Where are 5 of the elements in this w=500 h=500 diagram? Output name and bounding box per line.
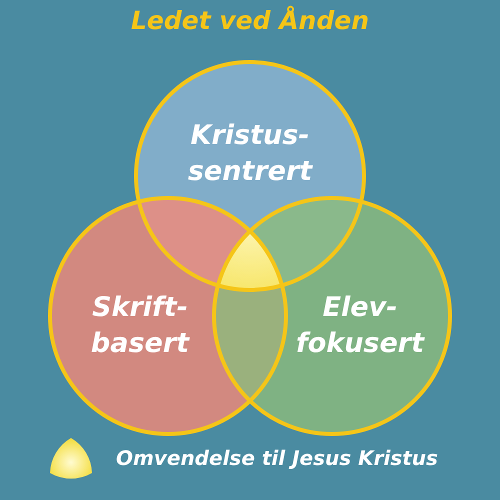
circle-label: Elev- fokusert — [295, 290, 425, 362]
legend-label: Omvendelse til Jesus Kristus — [116, 446, 438, 470]
diagram-title: Ledet ved Ånden — [130, 6, 370, 35]
circle-label: Skrift- basert — [75, 290, 205, 362]
circle-label: Kristus- sentrert — [185, 118, 315, 190]
